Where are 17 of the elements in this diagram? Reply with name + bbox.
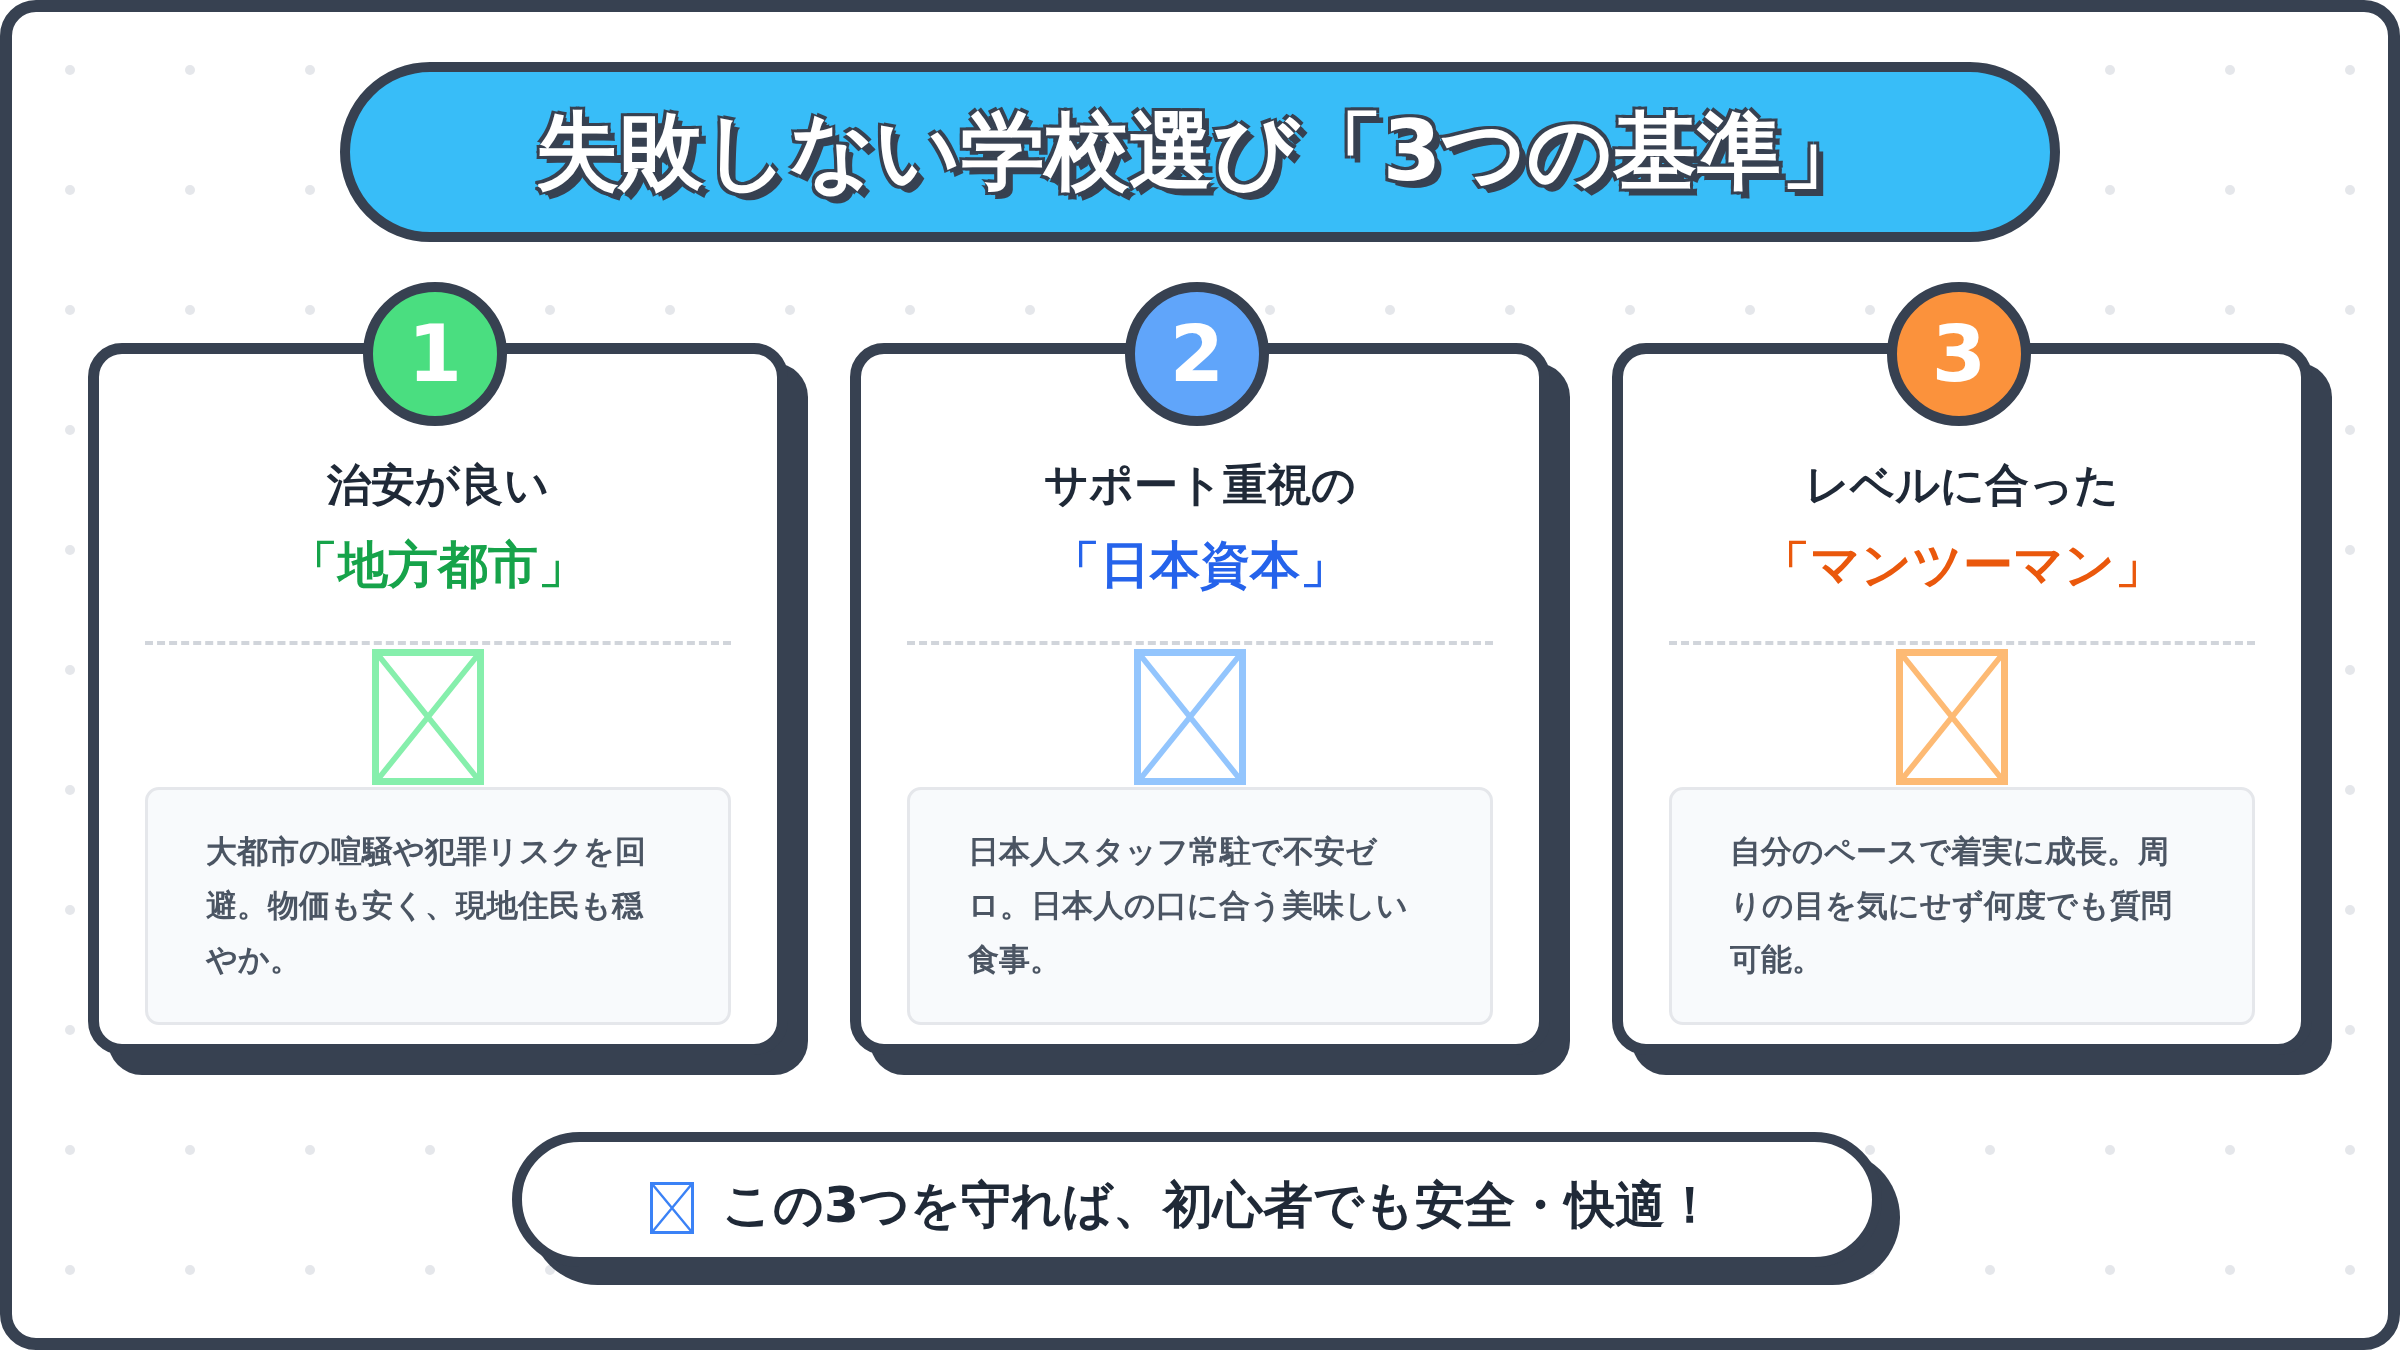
title-banner: 失敗しない学校選び「3つの基準」 <box>340 62 2060 242</box>
description-panel <box>1669 787 2255 1025</box>
card-heading: サポート重視の <box>1043 458 1357 512</box>
number-badge: 1 <box>363 282 507 426</box>
summary-text: この3つを守れば、初心者でも安全・快適！ <box>722 1175 1715 1236</box>
card-heading: 治安が良い <box>326 458 550 512</box>
card-highlight: 「地方都市」 <box>287 535 589 596</box>
number-badge: 2 <box>1125 282 1269 426</box>
card-heading: レベルに合った <box>1804 458 2120 512</box>
description-text: 自分のペースで着実に成長。周りの目を気にせず何度でも質問可能。 <box>1730 832 2173 979</box>
description-panel <box>907 787 1493 1025</box>
card-highlight: 「マンツーマン」 <box>1758 535 2166 596</box>
description-text: 大都市の喧騒や犯罪リスクを回避。物価も安く、現地住民も穏やか。 <box>206 832 647 979</box>
description-panel <box>145 787 731 1025</box>
description-text: 日本人スタッフ常駐で不安ゼロ。日本人の口に合う美味しい食事。 <box>968 832 1409 979</box>
number-badge: 3 <box>1887 282 2031 426</box>
card-highlight: 「日本資本」 <box>1049 535 1351 596</box>
